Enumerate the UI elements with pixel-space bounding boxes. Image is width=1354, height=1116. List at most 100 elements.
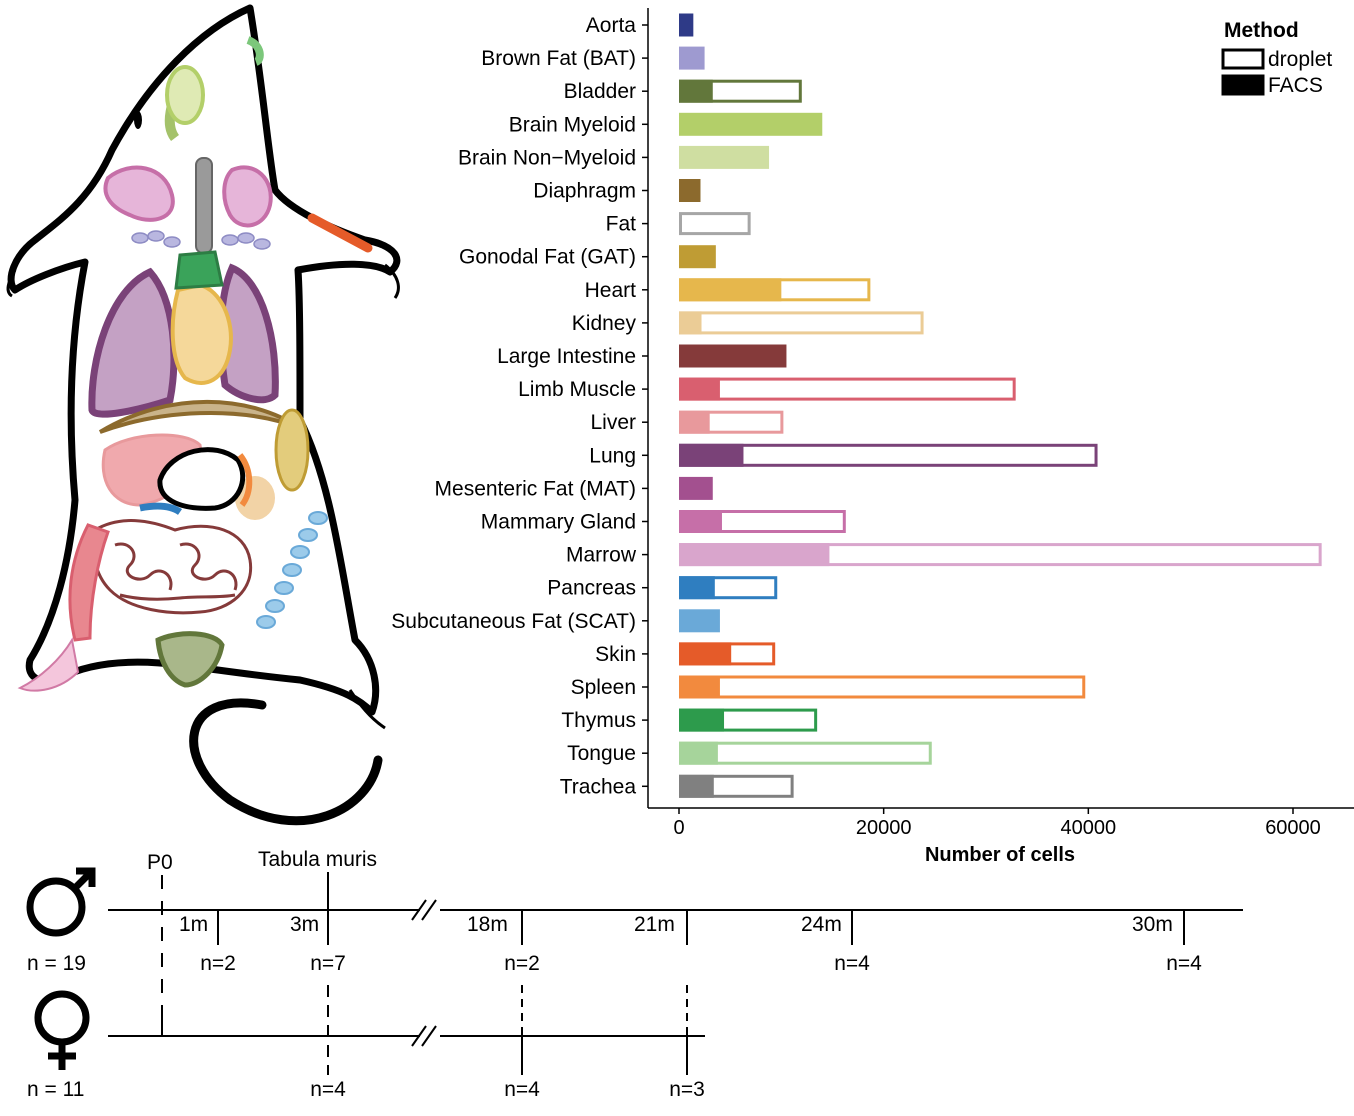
subcutaneous-fat-chain [256, 511, 328, 629]
pink-organ-right [222, 165, 273, 228]
female-ticks [161, 985, 688, 1075]
bar-facs-brain-myeloid [679, 112, 823, 136]
category-label-fat: Fat [606, 213, 637, 236]
bar-facs-trachea [679, 774, 714, 798]
fore-foot-left [6, 269, 17, 298]
category-label-spleen: Spleen [571, 676, 636, 699]
intestines [91, 519, 253, 615]
category-label-lung: Lung [589, 444, 636, 467]
category-label-brown-fat-bat: Brown Fat (BAT) [481, 47, 636, 70]
axes [647, 8, 1354, 809]
category-label-brain-myeloid: Brain Myeloid [509, 113, 636, 136]
time-label-1m: 1m [179, 913, 208, 936]
male-count-1m: n=2 [200, 952, 236, 975]
category-label-aorta: Aorta [586, 14, 637, 37]
category-label-subcutaneous-fat-scat: Subcutaneous Fat (SCAT) [391, 610, 636, 633]
time-label-30m: 30m [1132, 913, 1173, 936]
spleen-shape [237, 453, 253, 507]
lung-left [88, 267, 178, 418]
stomach-shape [157, 447, 246, 511]
mouse-eye-left [134, 111, 142, 129]
category-label-kidney: Kidney [572, 312, 637, 335]
category-label-mesenteric-fat-mat: Mesenteric Fat (MAT) [435, 477, 636, 500]
bar-facs-tongue [679, 741, 718, 765]
bar-facs-brown-fat-bat [679, 46, 705, 70]
bar-facs-marrow [679, 543, 830, 567]
male-count-30m: n=4 [1166, 952, 1202, 975]
legend-entry-droplet: droplet [1268, 48, 1332, 71]
bar-droplet-fat [679, 212, 751, 236]
bar-facs-limb-muscle [679, 377, 720, 401]
legend-swatch-facs [1221, 74, 1265, 96]
salivary-gland [165, 65, 205, 125]
category-label-liver: Liver [590, 411, 636, 434]
bars [679, 13, 1322, 798]
female-count-3m: n=4 [310, 1078, 346, 1101]
bar-droplet-kidney [679, 311, 924, 335]
bar-facs-spleen [679, 675, 720, 699]
legend-swatch-droplet [1221, 48, 1265, 70]
time-label-21m: 21m [634, 913, 675, 936]
x-tick-label-20000: 20000 [856, 817, 912, 839]
bar-facs-large-intestine [679, 344, 787, 368]
category-label-thymus: Thymus [561, 709, 636, 732]
bar-facs-diaphragm [679, 179, 701, 202]
female-symbol-icon [34, 990, 90, 1070]
label-tabula-muris: Tabula muris [258, 848, 377, 871]
bar-facs-mammary-gland [679, 510, 722, 533]
mouse-tail [189, 698, 383, 826]
category-label-mammary-gland: Mammary Gland [481, 511, 636, 534]
x-tick-label-0: 0 [673, 817, 684, 839]
male-ticks [217, 910, 1185, 945]
category-label-gonodal-fat-gat: Gonodal Fat (GAT) [459, 246, 636, 269]
bar-facs-thymus [679, 708, 725, 732]
bar-facs-brain-non-myeloid [679, 145, 770, 169]
mouse-whisker-mark [246, 36, 264, 66]
category-label-brain-non-myeloid: Brain Non−Myeloid [458, 146, 636, 169]
category-label-marrow: Marrow [566, 544, 637, 567]
bar-facs-lung [679, 443, 744, 467]
heart-shape [170, 282, 233, 385]
time-label-3m: 3m [290, 913, 319, 936]
thymus-bubbles [131, 230, 271, 250]
male-count-3m: n=7 [310, 952, 346, 975]
label-p0: P0 [147, 851, 173, 874]
bar-facs-heart [679, 278, 782, 302]
legend-entry-facs: FACS [1268, 74, 1323, 97]
category-label-tongue: Tongue [567, 742, 636, 765]
male-n-label: n = 19 [27, 952, 86, 975]
bar-droplet-spleen [679, 675, 1086, 699]
mouse-illustration [6, 4, 401, 826]
legend-title: Method [1224, 19, 1299, 42]
female-count-21m: n=3 [669, 1078, 705, 1101]
hind-foot-right [348, 689, 386, 730]
category-label-skin: Skin [595, 643, 636, 666]
trachea-shape [195, 157, 213, 254]
legend: Method droplet FACS [1221, 19, 1332, 97]
skin-strip [307, 213, 373, 253]
bar-facs-pancreas [679, 576, 715, 600]
time-label-18m: 18m [467, 913, 508, 936]
x-tick-label-40000: 40000 [1061, 817, 1117, 839]
category-label-bladder: Bladder [564, 80, 636, 103]
category-label-diaphragm: Diaphragm [533, 180, 636, 203]
fat-pad-right [274, 408, 310, 492]
male-count-24m: n=4 [834, 952, 870, 975]
male-axis-break [411, 899, 437, 921]
bar-facs-kidney [679, 311, 702, 335]
bar-droplet-limb-muscle [679, 377, 1016, 401]
category-label-heart: Heart [585, 279, 637, 302]
bladder-shape [155, 631, 225, 688]
bar-facs-gonodal-fat-gat [679, 245, 716, 269]
bar-facs-aorta [679, 13, 694, 37]
timeline: n = 19 n = 11 P0 Tabula muris [26, 848, 1243, 1101]
category-label-limb-muscle: Limb Muscle [518, 378, 636, 401]
female-count-18m: n=4 [504, 1078, 540, 1101]
x-axis-label: Number of cells [925, 844, 1075, 866]
category-label-large-intestine: Large Intestine [497, 345, 636, 368]
fat-pad-center [235, 476, 275, 520]
